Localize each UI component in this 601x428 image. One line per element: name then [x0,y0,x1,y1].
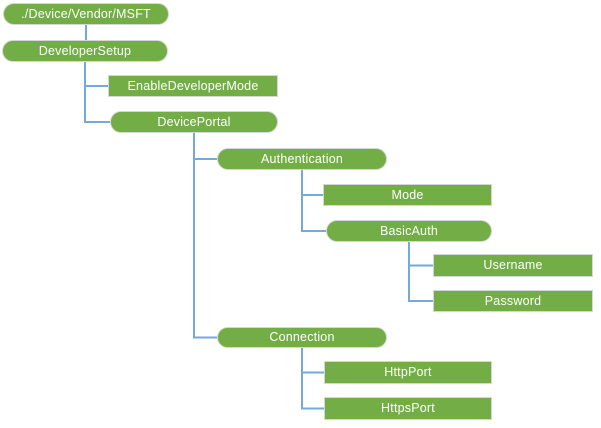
node-label-basic-auth: BasicAuth [379,223,439,238]
connector-authentication-to-basic-auth [301,170,326,232]
node-mode: Mode [323,184,492,206]
node-label-authentication: Authentication [260,151,344,166]
node-label-username: Username [483,258,543,273]
node-https-port: HttpsPort [324,397,492,420]
connector-basic-auth-to-username [408,242,433,267]
node-label-https-port: HttpsPort [381,401,435,416]
connector-device-portal-to-connection [193,133,217,339]
connector-authentication-to-mode [301,170,323,196]
node-label-password: Password [484,293,542,308]
node-label-device-portal: DevicePortal [157,114,231,129]
connector-connection-to-https-port [301,348,324,410]
node-label-enable-developer-mode: EnableDeveloperMode [127,78,259,93]
node-device-portal: DevicePortal [110,111,278,133]
node-username: Username [433,254,593,277]
node-label-http-port: HttpPort [384,365,432,380]
connector-developer-setup-to-device-portal [84,62,110,123]
connector-device-portal-to-authentication [193,133,217,160]
node-authentication: Authentication [217,148,387,170]
node-root: ./Device/Vendor/MSFT [3,3,169,25]
node-http-port: HttpPort [324,361,492,384]
node-label-mode: Mode [391,187,424,202]
node-enable-developer-mode: EnableDeveloperMode [108,75,278,97]
connector-basic-auth-to-password [408,242,433,302]
node-developer-setup: DeveloperSetup [2,40,168,62]
connector-developer-setup-to-enable-developer-mode [84,62,108,87]
node-label-developer-setup: DeveloperSetup [38,43,132,58]
node-basic-auth: BasicAuth [326,220,492,242]
connector-connection-to-http-port [301,348,324,374]
node-password: Password [433,290,593,312]
node-connection: Connection [217,327,387,348]
node-label-root: ./Device/Vendor/MSFT [21,6,151,21]
node-label-connection: Connection [269,330,335,345]
